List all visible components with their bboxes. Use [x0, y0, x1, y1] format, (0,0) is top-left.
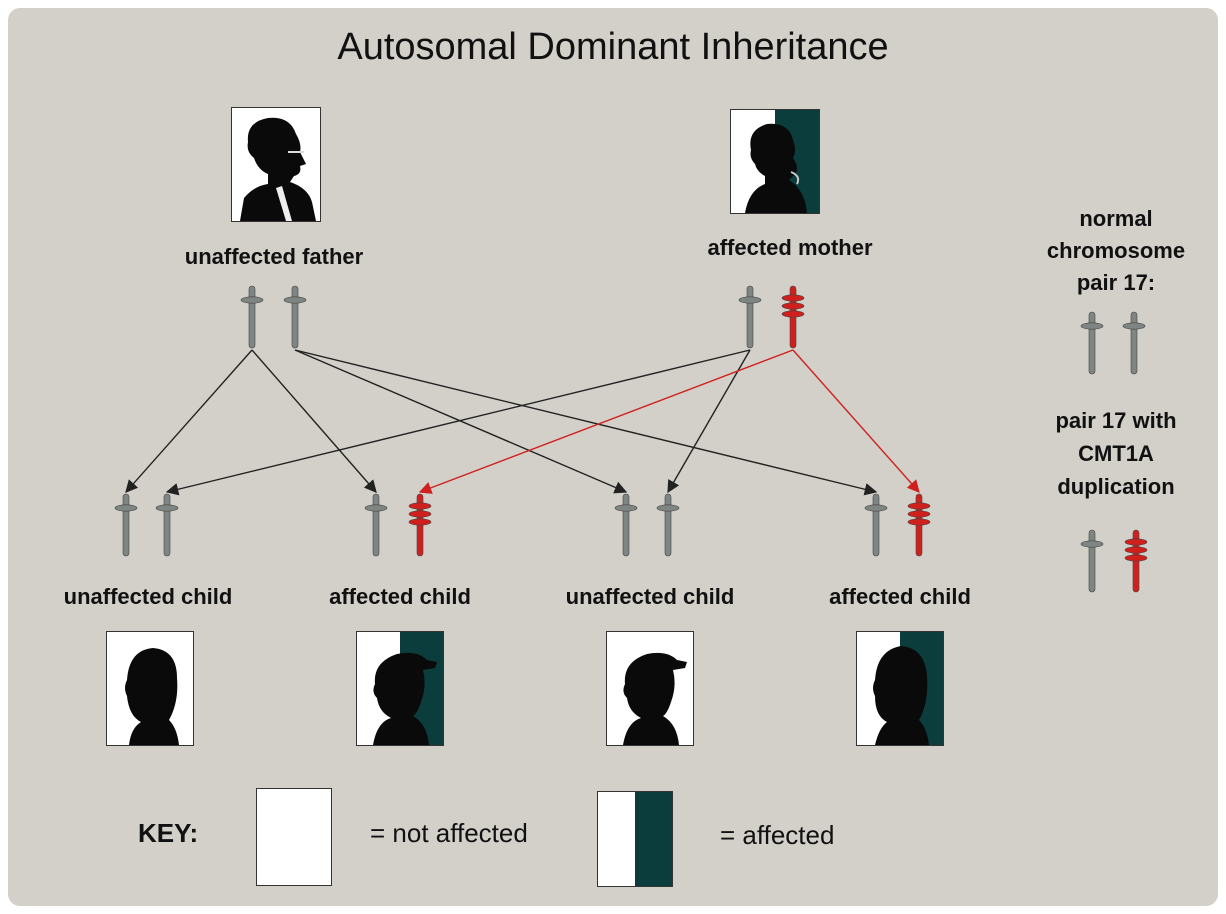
affected-half-fill [635, 792, 672, 886]
inheritance-arrows [125, 349, 920, 496]
child-4-chromosome-2 [907, 493, 931, 557]
diagram-title: Autosomal Dominant Inheritance [337, 26, 889, 68]
legend-normal-chromosome-2 [1122, 311, 1146, 375]
legend-normal-line-3: pair 17: [1076, 270, 1156, 295]
key-affected-swatch [597, 791, 673, 887]
legend-dup-line-2: CMT1A [1078, 441, 1154, 466]
legend-dup-chromosome-normal [1080, 529, 1104, 593]
child-2-chromosome-1 [364, 493, 388, 557]
mother-label: affected mother [707, 235, 873, 260]
affected-inheritance-arrow [792, 349, 920, 493]
child-3-chromosome-1 [614, 493, 638, 557]
child-1-chromosome-2 [155, 493, 179, 557]
boy-cap-silhouette-icon [623, 652, 687, 745]
key-affected-label: = affected [720, 820, 835, 850]
father-label: unaffected father [184, 244, 364, 269]
woman-silhouette-icon [745, 123, 807, 213]
legend-normal-line-2: chromosome [1046, 238, 1186, 263]
legend-dup-chromosome-duplicated [1124, 529, 1148, 593]
legend-dup-line-1: pair 17 with [1055, 408, 1177, 433]
child-2-chromosome-2 [408, 493, 432, 557]
key-not-affected-label: = not affected [370, 818, 528, 848]
key-not-affected-swatch [256, 788, 332, 886]
inheritance-arrow [294, 349, 878, 496]
father-chromosome-2 [283, 285, 307, 349]
child-1-portrait [106, 631, 194, 746]
inheritance-arrow [125, 349, 253, 493]
father-chromosome-1 [240, 285, 264, 349]
legend-normal-line-1: normal [1079, 206, 1153, 231]
mother-chromosome-duplicated [781, 285, 805, 349]
boy-cap-silhouette-icon [373, 652, 437, 745]
child-2-portrait [356, 631, 444, 746]
affected-inheritance-arrow [418, 349, 794, 494]
diagram-canvas [8, 8, 1218, 906]
child-3-portrait [606, 631, 694, 746]
child-4-chromosome-1 [864, 493, 888, 557]
chromosomes [114, 285, 1148, 593]
mother-portrait [730, 109, 820, 214]
child-3-chromosome-2 [656, 493, 680, 557]
child-2-label: affected child [329, 584, 471, 609]
child-1-chromosome-1 [114, 493, 138, 557]
legend-normal-chromosome-1 [1080, 311, 1104, 375]
man-silhouette-icon [240, 117, 316, 221]
inheritance-arrow [667, 349, 751, 494]
inheritance-arrow [251, 349, 377, 493]
key-label: KEY: [138, 818, 199, 848]
girl-silhouette-icon [873, 646, 929, 745]
child-3-label: unaffected child [565, 584, 735, 609]
girl-silhouette-icon [125, 648, 179, 745]
father-portrait [231, 107, 321, 222]
child-4-portrait [856, 631, 944, 746]
mother-chromosome-normal [738, 285, 762, 349]
inheritance-arrow [165, 349, 751, 496]
child-1-label: unaffected child [63, 584, 233, 609]
legend-dup-line-3: duplication [1057, 474, 1175, 499]
child-4-label: affected child [829, 584, 971, 609]
